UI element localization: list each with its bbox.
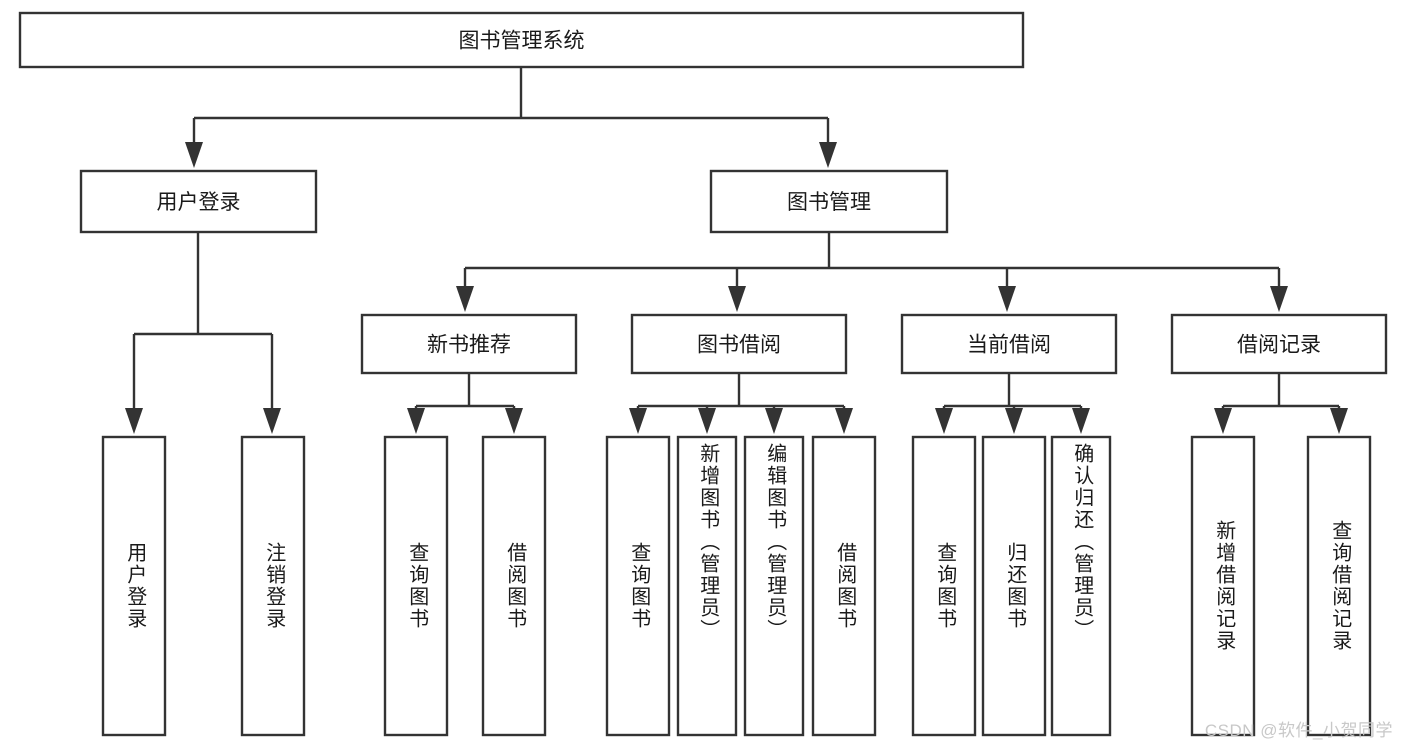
arrow-down-icon-userleaf-1 — [263, 408, 281, 434]
arrow-down-icon-group2-1 — [1005, 408, 1023, 434]
watermark-text: CSDN @软件_小贺同学 — [1204, 721, 1393, 740]
arrow-down-icon-level1-0 — [185, 142, 203, 168]
node-box-user-login[interactable] — [79, 169, 318, 234]
node-box-leaf-return-book[interactable] — [981, 435, 1047, 737]
arrow-down-icon-group0-1 — [505, 408, 523, 434]
arrow-down-icon-group1-3 — [835, 408, 853, 434]
node-box-leaf-add-book[interactable] — [676, 435, 738, 737]
node-box-leaf-logout[interactable] — [240, 435, 306, 737]
arrow-down-icon-level2-0 — [456, 286, 474, 312]
node-box-borrow-record[interactable] — [1170, 313, 1388, 375]
node-boxes-layer — [18, 11, 1388, 737]
node-label-book-borrow: 图书借阅 — [697, 334, 781, 357]
node-box-leaf-query-record[interactable] — [1306, 435, 1372, 737]
arrow-down-icon-group1-0 — [629, 408, 647, 434]
node-box-leaf-query-book-2[interactable] — [605, 435, 671, 737]
arrow-down-icon-group1-2 — [765, 408, 783, 434]
node-box-book-borrow[interactable] — [630, 313, 848, 375]
arrow-down-icon-level2-3 — [1270, 286, 1288, 312]
arrow-down-icon-group2-2 — [1072, 408, 1090, 434]
node-box-leaf-query-book-3[interactable] — [911, 435, 977, 737]
connectors-layer — [125, 67, 1348, 434]
node-box-leaf-borrow-book-2[interactable] — [811, 435, 877, 737]
node-box-root[interactable] — [18, 11, 1025, 69]
node-label-book-management: 图书管理 — [787, 191, 871, 214]
arrow-down-icon-group0-0 — [407, 408, 425, 434]
node-box-book-management[interactable] — [709, 169, 949, 234]
arrow-down-icon-group2-0 — [935, 408, 953, 434]
node-box-leaf-user-login[interactable] — [101, 435, 167, 737]
node-label-borrow-record: 借阅记录 — [1237, 334, 1321, 357]
node-box-leaf-confirm-return[interactable] — [1050, 435, 1112, 737]
arrow-down-icon-userleaf-0 — [125, 408, 143, 434]
node-box-leaf-query-book-1[interactable] — [383, 435, 449, 737]
node-label-current-borrow: 当前借阅 — [967, 334, 1051, 357]
arrow-down-icon-group1-1 — [698, 408, 716, 434]
arrow-down-icon-level2-2 — [998, 286, 1016, 312]
arrow-down-icon-level1-1 — [819, 142, 837, 168]
arrow-down-icon-group3-1 — [1330, 408, 1348, 434]
node-label-root: 图书管理系统 — [459, 30, 585, 53]
node-box-current-borrow[interactable] — [900, 313, 1118, 375]
arrow-down-icon-level2-1 — [728, 286, 746, 312]
node-box-leaf-edit-book[interactable] — [743, 435, 805, 737]
arrow-down-icon-group3-0 — [1214, 408, 1232, 434]
node-box-leaf-add-record[interactable] — [1190, 435, 1256, 737]
node-box-new-book-recommend[interactable] — [360, 313, 578, 375]
node-box-leaf-borrow-book-1[interactable] — [481, 435, 547, 737]
node-label-user-login: 用户登录 — [157, 191, 241, 214]
node-label-new-book-recommend: 新书推荐 — [427, 334, 511, 357]
